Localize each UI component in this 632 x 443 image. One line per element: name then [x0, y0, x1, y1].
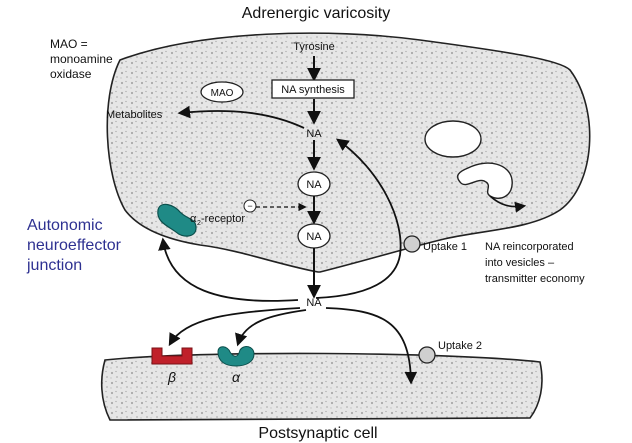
arrow-to-uptake2	[325, 307, 418, 385]
diagram-title: Adrenergic varicosity	[242, 5, 391, 22]
alpha2-receptor-label: -receptor	[201, 213, 245, 225]
uptake2-label: Uptake 2	[438, 340, 482, 352]
metabolites-label: Metabolites	[106, 109, 163, 121]
na-vesicle-2-label: NA	[306, 231, 322, 243]
alpha-receptor-shape	[217, 346, 255, 367]
side-label-line-3: junction	[26, 257, 82, 274]
arrow-to-alpha	[235, 309, 307, 347]
vesicle-exocytosis	[456, 162, 513, 199]
na-label-cleft: NA	[306, 297, 322, 309]
inhibition-circle	[243, 199, 257, 213]
na-label-top: NA	[306, 128, 322, 140]
na-synthesis-box	[271, 79, 355, 99]
minus-sign: −	[247, 201, 252, 211]
beta-label: β	[167, 369, 176, 385]
tyrosine-label: Tyrosine	[293, 41, 335, 53]
mao-note-line-2: monoamine	[50, 52, 113, 66]
na-synthesis-label: NA synthesis	[281, 84, 345, 96]
feedback-arrow	[158, 237, 299, 302]
exocytosis-arrow	[489, 195, 527, 213]
vesicle-large	[424, 120, 482, 158]
reincorp-note-line-2: into vesicles –	[485, 257, 555, 269]
alpha2-receptor-shape	[157, 203, 197, 237]
mao-note-line-3: oxidase	[50, 67, 92, 81]
mao-label: MAO	[211, 88, 234, 99]
side-label-line-1: Autonomic	[27, 217, 103, 234]
varicosity-body	[106, 32, 591, 273]
uptake1-label: Uptake 1	[423, 241, 467, 253]
mao-note-line-1: MAO =	[50, 37, 88, 51]
uptake1-transporter	[403, 235, 421, 253]
uptake1-arrow	[315, 138, 402, 299]
side-label-line-2: neuroeffector	[27, 237, 122, 254]
na-vesicle-1-label: NA	[306, 179, 322, 191]
mao-oval	[200, 81, 244, 103]
beta-receptor-shape	[151, 347, 193, 365]
metabolites-arrow	[177, 105, 305, 129]
reincorp-note-line-3: transmitter economy	[485, 273, 585, 285]
arrow-to-beta	[168, 307, 301, 347]
reincorp-note-line-1: NA reincorporated	[485, 241, 574, 253]
footer-label: Postsynaptic cell	[258, 425, 377, 442]
uptake2-transporter	[418, 346, 436, 364]
alpha2-symbol: α	[190, 213, 197, 225]
alpha-label: α	[232, 369, 241, 385]
alpha2-subscript: 2	[197, 220, 201, 227]
